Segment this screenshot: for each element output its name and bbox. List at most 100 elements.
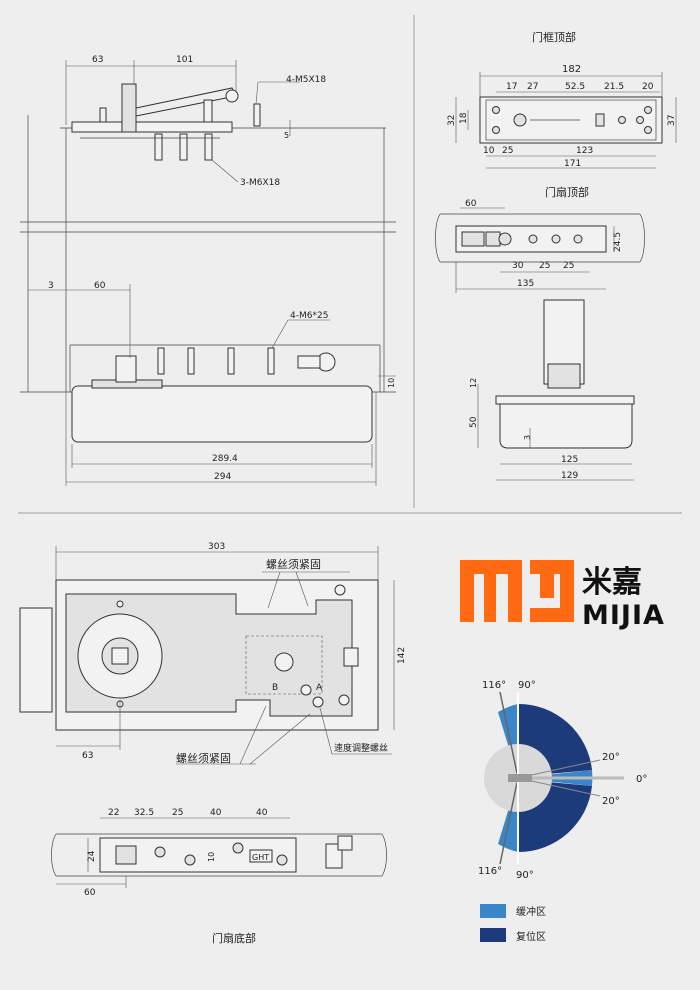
plan-view: B A 303 142 63 螺丝须紧固 螺丝须紧固 速度调整螺丝 <box>19 542 407 765</box>
m6-bottom-screw <box>227 347 235 375</box>
dim-3: 3 <box>48 281 54 291</box>
frame-plate-inner <box>485 99 657 141</box>
pivot-arm <box>135 87 237 117</box>
dim-25-frame: 25 <box>502 146 513 156</box>
dim-10-frame: 10 <box>483 146 495 156</box>
closer-spindle <box>115 355 137 383</box>
dim-12: 12 <box>469 378 478 388</box>
dim-25-door-top-b: 25 <box>563 261 574 271</box>
angle-0: 0° <box>636 774 647 785</box>
bottom-view: 门扇底部 GHT 22 32.5 25 40 40 24 10 60 <box>51 808 387 945</box>
bottom-strap <box>297 355 321 369</box>
dim-101: 101 <box>176 55 193 65</box>
door-top-pin <box>498 232 512 246</box>
logo-cn-text: 米嘉 <box>582 565 642 600</box>
dim-24: 24 <box>87 850 97 862</box>
dim-125: 125 <box>561 455 578 465</box>
top-pivot-plate <box>71 121 233 133</box>
dim-52-5: 52.5 <box>565 82 585 92</box>
door-top-view: 门扇顶部 60 24.5 30 25 25 135 <box>435 185 645 293</box>
dim-303: 303 <box>208 542 225 552</box>
angle-90-bottom: 90° <box>516 870 534 881</box>
dim-10: 10 <box>387 378 396 388</box>
m6-screw <box>204 133 213 161</box>
dim-17: 17 <box>506 82 517 92</box>
label-screw-tighten-bottom: 螺丝须紧固 <box>176 752 231 765</box>
label-screw-tighten-top: 螺丝须紧固 <box>266 558 321 571</box>
label-4-m5x18: 4-M5X18 <box>286 75 326 85</box>
legend-swatch-reset <box>480 928 506 942</box>
logo-en-text: MIJIA <box>582 600 665 631</box>
adjust-box <box>245 635 323 695</box>
angle-diagram: 116° 90° 20° 0° 20° 116° 90° <box>478 680 647 881</box>
dim-25-bottom: 25 <box>172 808 183 818</box>
dim-37: 37 <box>667 115 677 126</box>
dim-32-5: 32.5 <box>134 808 154 818</box>
section-view: 12 50 3 125 129 <box>469 299 635 481</box>
frame-pivot-hole <box>513 113 527 127</box>
label-4-m6-25: 4-M6*25 <box>290 311 328 321</box>
angle-20-bottom: 20° <box>602 796 620 807</box>
dim-135: 135 <box>517 279 534 289</box>
dim-5: 5 <box>284 131 289 140</box>
frame-top-view: 门框顶部 182 17 27 52.5 21.5 20 32 18 37 10 … <box>447 30 677 169</box>
logo-mark <box>460 560 574 622</box>
dim-22: 22 <box>108 808 119 818</box>
dim-21-5: 21.5 <box>604 82 624 92</box>
angle-20-top: 20° <box>602 752 620 763</box>
section-body <box>499 403 633 449</box>
legend-label-reset: 复位区 <box>516 930 546 943</box>
closer-body <box>71 385 373 443</box>
m6-screw <box>179 133 188 161</box>
dim-10-bottom: 10 <box>207 852 216 862</box>
dim-129: 129 <box>561 471 578 481</box>
angle-90-top: 90° <box>518 680 536 691</box>
badge-ght <box>249 849 273 863</box>
dim-171: 171 <box>564 159 581 169</box>
dim-30-door-top: 30 <box>512 261 524 271</box>
dim-123: 123 <box>576 146 593 156</box>
label-speed-screw: 速度调整螺丝 <box>334 742 388 754</box>
legend: 缓冲区 复位区 <box>480 904 546 943</box>
side-view: 63 101 4-M5X18 5 3-M6X18 3 60 4-M6*25 10… <box>20 55 396 486</box>
mark-b: B <box>272 683 278 693</box>
m5-screw <box>203 99 213 123</box>
dim-50: 50 <box>469 416 479 428</box>
dim-27: 27 <box>527 82 538 92</box>
dim-25-door-top-a: 25 <box>539 261 550 271</box>
dim-60: 60 <box>94 281 106 291</box>
legend-swatch-buffer <box>480 904 506 918</box>
dim-294: 294 <box>214 472 231 482</box>
legend-label-buffer: 缓冲区 <box>516 905 546 918</box>
dim-63-plan: 63 <box>82 751 93 761</box>
frame-plate <box>479 96 663 144</box>
label-3-m6x18: 3-M6X18 <box>240 178 280 188</box>
dim-182: 182 <box>562 64 581 75</box>
dim-60-door-top: 60 <box>465 199 477 209</box>
dim-3-section: 3 <box>523 435 532 440</box>
dim-142: 142 <box>397 647 407 664</box>
m6-bottom-screw <box>157 347 165 375</box>
pivot-roller <box>225 89 239 103</box>
dim-63: 63 <box>92 55 103 65</box>
title-frame-top: 门框顶部 <box>532 30 576 44</box>
adjust-screw-b <box>274 652 294 672</box>
dim-60-bottom: 60 <box>84 888 96 898</box>
angle-116-bottom: 116° <box>478 866 502 877</box>
mark-a: A <box>316 683 323 693</box>
dim-32: 32 <box>447 115 457 126</box>
m5-screw <box>99 107 107 123</box>
door-leaf-section <box>19 607 53 713</box>
dim-40-b: 40 <box>256 808 268 818</box>
m6-bottom-screw <box>187 347 195 375</box>
section-top-plate <box>495 395 635 405</box>
m5-screw <box>253 103 261 127</box>
angle-116-top: 116° <box>482 680 506 691</box>
title-door-bottom: 门扇底部 <box>212 931 256 945</box>
badge-ght-text: GHT <box>252 853 269 862</box>
pivot-pin <box>121 83 137 133</box>
dim-24-5: 24.5 <box>613 232 623 252</box>
title-door-top: 门扇顶部 <box>545 185 589 199</box>
